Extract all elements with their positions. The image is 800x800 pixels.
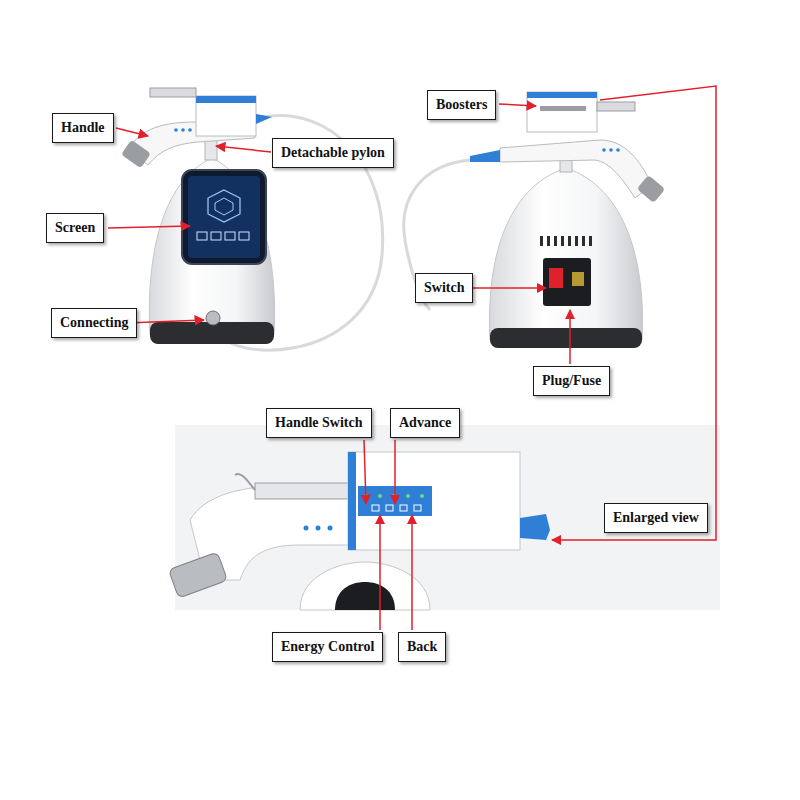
part-label: Advance (399, 414, 451, 432)
label-box: Boosters (427, 90, 496, 120)
label-box: Enlarged view (604, 503, 708, 533)
part-label: Handle (61, 119, 105, 137)
part-label: Switch (424, 279, 464, 297)
front-device (121, 88, 383, 350)
part-label: Connecting (60, 314, 128, 332)
part-label: Plug/Fuse (542, 372, 601, 390)
label-box: Detachable pylon (272, 138, 394, 168)
part-label: Detachable pylon (281, 144, 385, 162)
label-box: Back (398, 632, 446, 662)
part-label: Energy Control (281, 638, 374, 656)
label-box: Advance (390, 408, 460, 438)
part-label: Screen (55, 219, 95, 237)
label-box: Plug/Fuse (533, 366, 610, 396)
label-box: Handle (52, 113, 114, 143)
label-box: Energy Control (272, 632, 383, 662)
label-box: Screen (46, 213, 104, 243)
label-box: Handle Switch (266, 408, 372, 438)
part-label: Handle Switch (275, 414, 363, 432)
leader-lines (108, 86, 716, 630)
label-box: Connecting (51, 308, 137, 338)
enlarged-handle (168, 425, 720, 610)
part-label: Enlarged view (613, 509, 699, 527)
part-label: Back (407, 638, 437, 656)
label-box: Switch (415, 273, 473, 303)
rear-device (404, 92, 665, 348)
part-label: Boosters (436, 96, 487, 114)
